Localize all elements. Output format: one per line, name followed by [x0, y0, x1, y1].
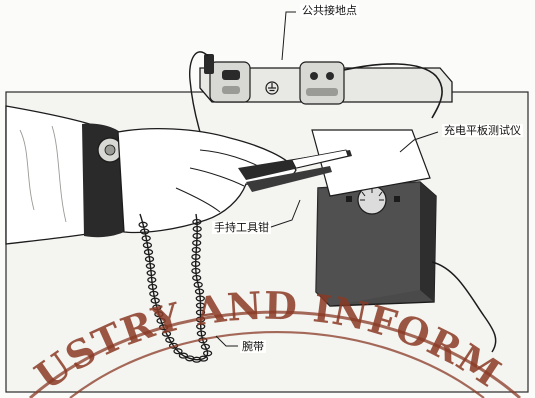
coil-loop — [195, 295, 205, 302]
label-ground-point: 公共接地点 — [300, 4, 359, 17]
coil-loop — [192, 274, 202, 281]
coil-loop — [191, 267, 201, 274]
coil-loop — [192, 225, 202, 232]
coiled-cord-loops — [138, 218, 213, 363]
coil-loop — [165, 336, 175, 343]
coil-loop — [147, 283, 158, 290]
coil-loop — [196, 323, 206, 330]
strap-ground-lead — [189, 51, 209, 133]
coil-loop — [145, 262, 156, 270]
coil-loop — [144, 256, 155, 263]
coil-loop — [156, 317, 166, 324]
coil-loop — [146, 269, 156, 277]
coil-loop — [191, 246, 201, 253]
coil-loop — [178, 352, 189, 359]
coil-loop — [194, 288, 205, 295]
terminal-block-left — [209, 61, 251, 103]
tester-body — [315, 181, 437, 307]
ground-cable — [343, 63, 443, 119]
coil-loop — [143, 249, 154, 256]
label-charged-plate-tester: 充电平板测试仪 — [442, 124, 523, 137]
coil-loop — [191, 260, 201, 267]
coil-loop — [138, 221, 148, 228]
coil-loop — [193, 281, 203, 288]
coil-loop — [200, 343, 211, 350]
label-hand-pliers: 手持工具钳 — [212, 221, 271, 234]
pliers — [238, 149, 352, 192]
coil-loop — [196, 330, 207, 337]
coil-loop — [173, 348, 183, 355]
coil-loop — [142, 242, 153, 249]
hand — [117, 127, 297, 234]
coil-loop — [192, 218, 202, 225]
coil-loop — [198, 355, 209, 362]
wrist-strap — [82, 123, 124, 238]
watermark-seal — [29, 310, 521, 398]
coil-loop — [195, 309, 206, 316]
grounding-bar — [199, 54, 453, 105]
coil-loop — [202, 350, 213, 357]
leader-lines — [215, 11, 439, 347]
coil-loop — [192, 239, 202, 246]
coil-loop — [150, 297, 160, 304]
coil-loop — [191, 253, 201, 260]
coil-loop — [195, 302, 206, 309]
coil-loop — [147, 276, 157, 283]
coil-loop — [149, 290, 159, 297]
tester-cable — [431, 261, 497, 353]
coil-loop — [140, 228, 150, 235]
coil-loop — [161, 330, 172, 337]
coil-loop — [185, 355, 195, 362]
coil-loop — [154, 311, 164, 318]
coil-loop — [141, 235, 151, 242]
ground-symbol-icon — [265, 81, 279, 95]
coil-loop — [152, 304, 162, 311]
terminal-block-right — [299, 61, 345, 105]
coil-loop — [192, 232, 202, 239]
label-wrist-strap: 腕带 — [240, 340, 266, 353]
